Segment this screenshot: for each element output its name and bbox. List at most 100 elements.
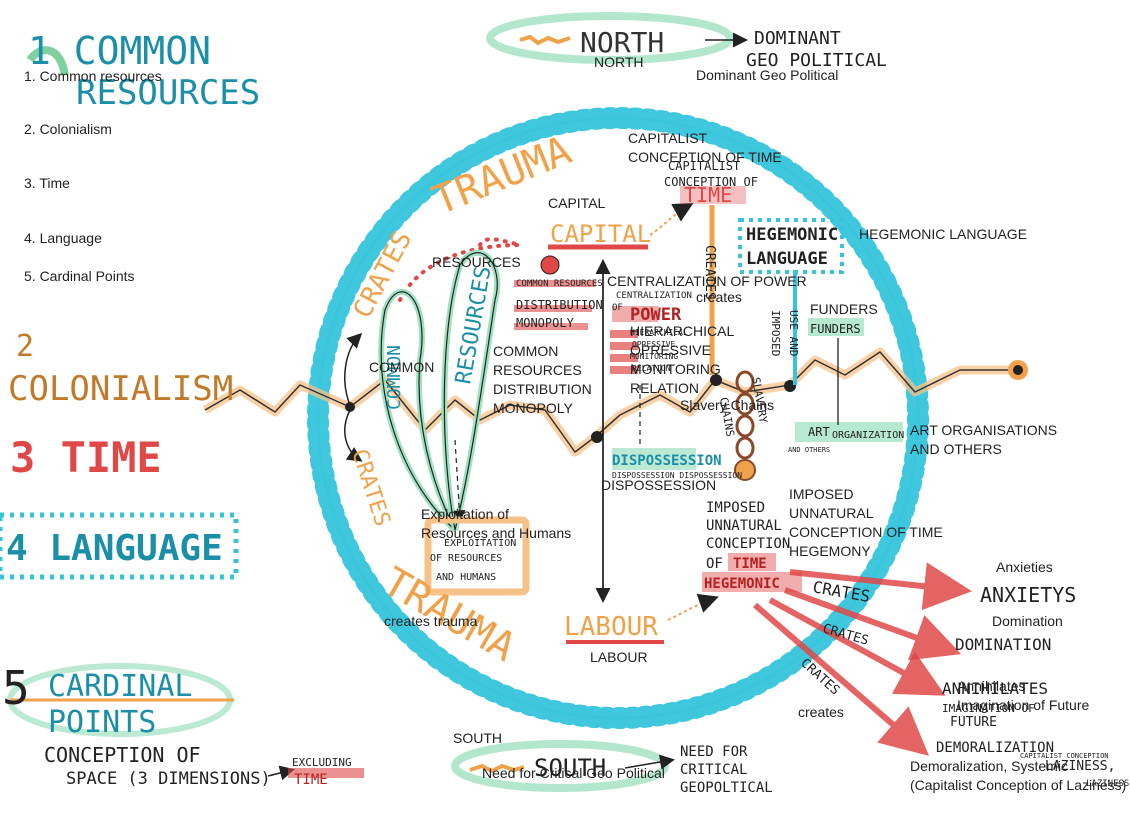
label-creates: creates	[696, 289, 742, 305]
label-creates-2: creates	[798, 704, 844, 720]
hand-labour: LABOUR	[564, 612, 658, 642]
legend-item-4: 4. Language	[24, 230, 102, 246]
label-crm: COMMON RESOURCES DISTRIBUTION MONOPOLY	[493, 343, 592, 416]
label-hegemonic-language: HEGEMONIC LANGUAGE	[859, 226, 1028, 242]
heading-space: SPACE (3 DIMENSIONS)	[66, 769, 271, 789]
heading-cardinal: CARDINAL	[48, 669, 193, 704]
heading-excluding: EXCLUDING	[292, 756, 352, 769]
hand-dispossession-small: DISPOSSESSION DISPOSSESSION	[612, 471, 742, 480]
art-org-highlight	[795, 422, 903, 442]
dispossession-highlight	[612, 448, 696, 470]
hand-capitalist-small: CAPITALIST CONCEPTION	[1020, 752, 1109, 760]
hand-imposed-v: IMPOSED	[769, 310, 782, 356]
hand-hier-2: OPRESSIVE	[632, 340, 676, 349]
trauma-circle	[307, 107, 929, 729]
legend-item-5: 5. Cardinal Points	[24, 268, 135, 284]
hand-imposed-time: TIME	[733, 556, 767, 572]
hand-need-3: GEOPOLTICAL	[680, 780, 773, 796]
hand-hier-3: MONITORING	[630, 352, 678, 361]
common-resources-leaves	[378, 237, 522, 533]
capitalist-time-highlight	[680, 186, 746, 204]
hand-creates-vert: CREATES	[702, 245, 717, 300]
label-capitalist: CAPITALIST CONCEPTION OF TIME	[628, 130, 782, 165]
label-resources: RESOURCES	[432, 254, 521, 270]
timeline-nodes	[345, 360, 1028, 443]
label-creates-trauma: creates trauma	[384, 613, 478, 629]
hand-demoralization: DEMORALIZATION	[936, 740, 1054, 756]
hand-crm-2: DISTRIBUTION	[516, 298, 603, 312]
heading-conception-of: CONCEPTION OF	[44, 743, 201, 767]
hand-capitalist-time: TIME	[684, 183, 732, 207]
heading-resources: RESOURCES	[76, 73, 260, 113]
common-green-mark	[26, 46, 69, 76]
hand-hegemonic-word: HEGEMONIC	[704, 576, 780, 592]
hand-need-1: NEED FOR	[680, 744, 748, 760]
label-capital: CAPITAL	[548, 195, 606, 211]
legend-item-2: 2. Colonialism	[24, 121, 112, 137]
hand-centralization-2: OF	[612, 303, 623, 313]
consequence-arrows	[753, 562, 972, 756]
north-highlight	[486, 12, 734, 64]
hand-laziness-small: LAZINESS	[1086, 779, 1129, 789]
label-domination: Domination	[992, 613, 1063, 629]
hand-dominant-1: DOMINANT	[754, 28, 841, 49]
hand-and-others: AND OTHERS	[788, 446, 830, 454]
label-demoralization: Demoralization, Systemic (Capitalist Con…	[910, 758, 1127, 793]
label-slavery-chains: Slavery Chains	[680, 397, 775, 413]
hand-capitalist-2: CONCEPTION OF	[664, 175, 758, 189]
south-arrow	[624, 754, 675, 770]
hand-imposed-1: IMPOSED	[706, 500, 765, 516]
hand-imposed-3: CONCEPTION	[706, 536, 790, 552]
legend-item-1: 1. Common resources	[24, 68, 162, 84]
hand-hier-1: HIERARCHICAL	[630, 328, 688, 337]
south-squiggle	[469, 763, 525, 774]
heading-colonialism-num: 2	[16, 329, 34, 364]
hegemonic-highlight	[702, 572, 802, 592]
slavery-chains-drawing	[734, 370, 756, 481]
label-common: COMMON	[369, 359, 435, 375]
hand-organization: ORGANIZATION	[832, 430, 904, 441]
capital-to-time-arrow	[649, 203, 694, 236]
heading-points: POINTS	[48, 705, 156, 740]
label-hierarchical: HIERARCHICAL OPRESSIVE MONITORING RELATI…	[630, 323, 735, 396]
labour-to-time-arrow	[667, 593, 719, 621]
label-dominant: Dominant Geo Political	[696, 67, 839, 83]
label-need: Need for Critical Geo Political	[482, 765, 665, 781]
hand-need-2: CRITICAL	[680, 762, 747, 778]
hegemonic-language-box	[738, 218, 844, 274]
imposed-time-highlight	[728, 553, 776, 571]
hand-imagination: IMAGINATION OF	[942, 702, 1035, 715]
heading-cardinal-num: 5	[2, 661, 30, 715]
hand-laziness: LAZINESS,	[1045, 759, 1115, 774]
label-anxieties: Anxieties	[996, 559, 1053, 575]
hand-south: SOUTH	[534, 754, 606, 782]
label-annihilates: Annihilates Imagination of Future	[957, 678, 1090, 713]
hand-exploit-2: OF RESOURCES	[430, 553, 502, 564]
hand-capitalist-1: CAPITALIST	[668, 159, 740, 173]
crates-up-arrow	[344, 332, 363, 406]
excluding-highlight	[288, 768, 364, 778]
label-funders: FUNDERS	[810, 301, 878, 317]
heading-common: 1 COMMON	[28, 29, 211, 73]
hand-north: NORTH	[580, 26, 664, 59]
hand-centralization-1: CENTRALIZATION	[616, 291, 692, 301]
label-imposed: IMPOSED UNNATURAL CONCEPTION OF TIME HEG…	[789, 486, 943, 559]
hand-hegemonic-2: LANGUAGE	[746, 249, 828, 269]
label-art-org: ART ORGANISATIONS AND OTHERS	[910, 422, 1058, 457]
heading-time: 3 TIME	[10, 433, 162, 482]
crates-down-arrow	[344, 409, 363, 462]
hand-imposed-4: OF	[706, 556, 723, 572]
crm-highlights	[514, 280, 596, 330]
hand-domination: DOMINATION	[955, 635, 1051, 654]
hand-art: ART	[808, 425, 830, 439]
label-centralization: CENTRALIZATION OF POWER	[607, 273, 807, 289]
label-south: SOUTH	[453, 730, 502, 746]
hand-common-leaf: COMMON	[384, 345, 405, 410]
label-north: NORTH	[594, 54, 644, 70]
funders-highlight	[808, 318, 864, 336]
hand-capital: CAPITAL	[550, 220, 651, 248]
hand-dominant-2: GEO POLITICAL	[746, 50, 887, 71]
hand-funders: FUNDERS	[810, 322, 861, 336]
hand-use-and: USE AND	[787, 310, 800, 356]
